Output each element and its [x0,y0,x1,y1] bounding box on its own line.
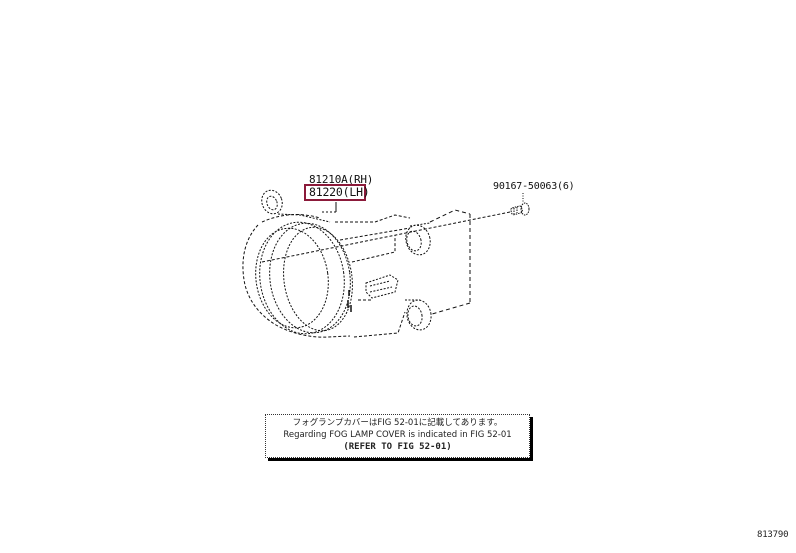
figure-id: 813790 [757,530,789,540]
lens-ridges [347,290,352,312]
top-tab [261,189,331,223]
reference-note: フォグランプカバーはFIG 52-01に記載してあります。 Regarding … [265,414,530,458]
highlight-box [304,184,366,201]
lens [255,221,353,335]
part-number-bolt[interactable]: 90167-50063(6) [493,181,575,192]
lower-boss [405,299,432,331]
part-number-lh[interactable]: 81220(LH) [309,185,370,199]
housing-body [335,214,411,338]
note-line-refer[interactable]: (REFER TO FIG 52-01) [343,442,452,452]
housing-outline [242,224,351,338]
upper-boss [405,222,431,256]
bracket-outline [429,209,471,315]
bolt-icon [510,202,530,216]
note-line-english: Regarding FOG LAMP COVER is indicated in… [283,430,512,440]
part-number-rh[interactable]: 81210A(RH) [309,173,374,186]
note-line-japanese: フォグランプカバーはFIG 52-01に記載してあります。 [292,418,503,428]
bolt-axis-line [261,211,511,263]
connector [365,274,399,299]
